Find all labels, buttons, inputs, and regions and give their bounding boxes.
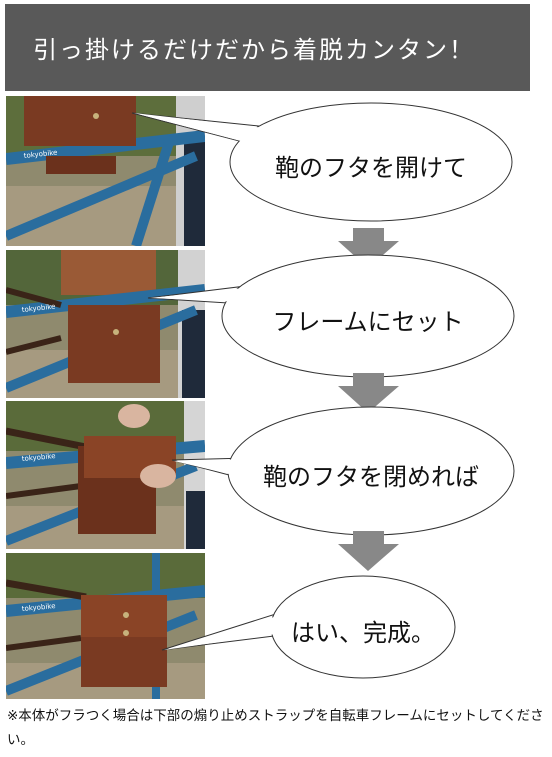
photo-step-4-complete: tokyobike [6, 553, 205, 699]
bike-brand-label: tokyobike [21, 303, 55, 314]
bike-brand-label: tokyobike [21, 452, 55, 463]
photo-step-3-close-lid: tokyobike [6, 401, 205, 549]
arrow-down-icon [338, 373, 399, 413]
banner-title: 引っ掛けるだけだから着脱カンタン！ [33, 36, 475, 64]
step-4-caption: はい、完成。 [291, 619, 435, 647]
photo-step-1-lid-open: tokyobike [6, 96, 205, 246]
bike-brand-label: tokyobike [23, 149, 57, 160]
photo-step-2-set-on-frame: tokyobike [6, 250, 205, 398]
step-1-caption: 鞄のフタを開けて [275, 154, 467, 182]
arrow-down-icon [338, 228, 399, 268]
arrow-down-icon [338, 531, 399, 571]
title-banner: 引っ掛けるだけだから着脱カンタン！ [5, 4, 530, 91]
step-2-caption: フレームにセット [272, 308, 464, 336]
step-3-caption: 鞄のフタを閉めれば [263, 463, 479, 491]
footnote: ※本体がフラつく場合は下部の煽り止めストラップを自転車フレームにセットしてくださ… [7, 708, 544, 748]
bike-brand-label: tokyobike [21, 602, 55, 613]
